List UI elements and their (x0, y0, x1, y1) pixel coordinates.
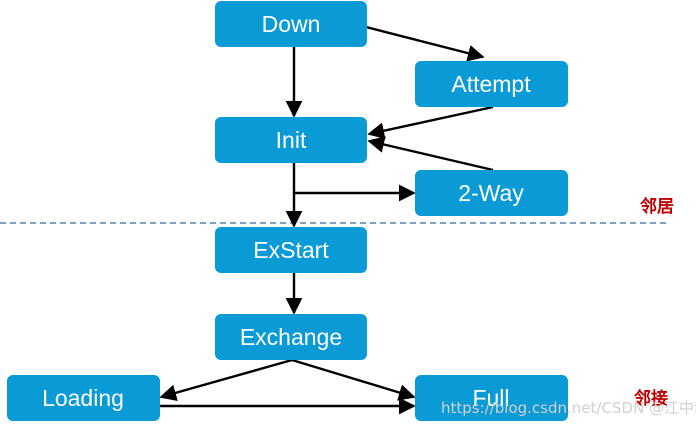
neighbor-label: 邻居 (640, 196, 674, 217)
state-attempt: Attempt (415, 61, 568, 107)
state-exstart: ExStart (215, 227, 367, 273)
state-loading-label: Loading (42, 385, 124, 411)
state-loading: Loading (7, 375, 160, 421)
adjacency-label: 邻接 (634, 388, 668, 409)
state-exchange: Exchange (215, 314, 367, 360)
edge-exchange-full (291, 358, 416, 401)
state-down-label: Down (262, 11, 321, 37)
edge-exchange-loading (159, 358, 293, 401)
state-two-way: 2-Way (415, 170, 568, 216)
state-exstart-label: ExStart (253, 237, 329, 263)
edges (159, 25, 494, 415)
edge-attempt-init (367, 105, 494, 139)
watermark-text: https://blog.csdn.net/CSDN @江中散人 (441, 399, 696, 417)
state-init-label: Init (276, 127, 307, 153)
state-attempt-label: Attempt (451, 71, 531, 97)
state-two-way-label: 2-Way (458, 180, 524, 206)
edge-down-attempt (365, 25, 485, 62)
state-exchange-label: Exchange (240, 324, 342, 350)
state-down: Down (215, 1, 367, 47)
state-init: Init (215, 117, 367, 163)
state-full: Full (415, 375, 568, 421)
edge-twoway-init (367, 136, 494, 172)
state-full-label: Full (472, 385, 509, 411)
